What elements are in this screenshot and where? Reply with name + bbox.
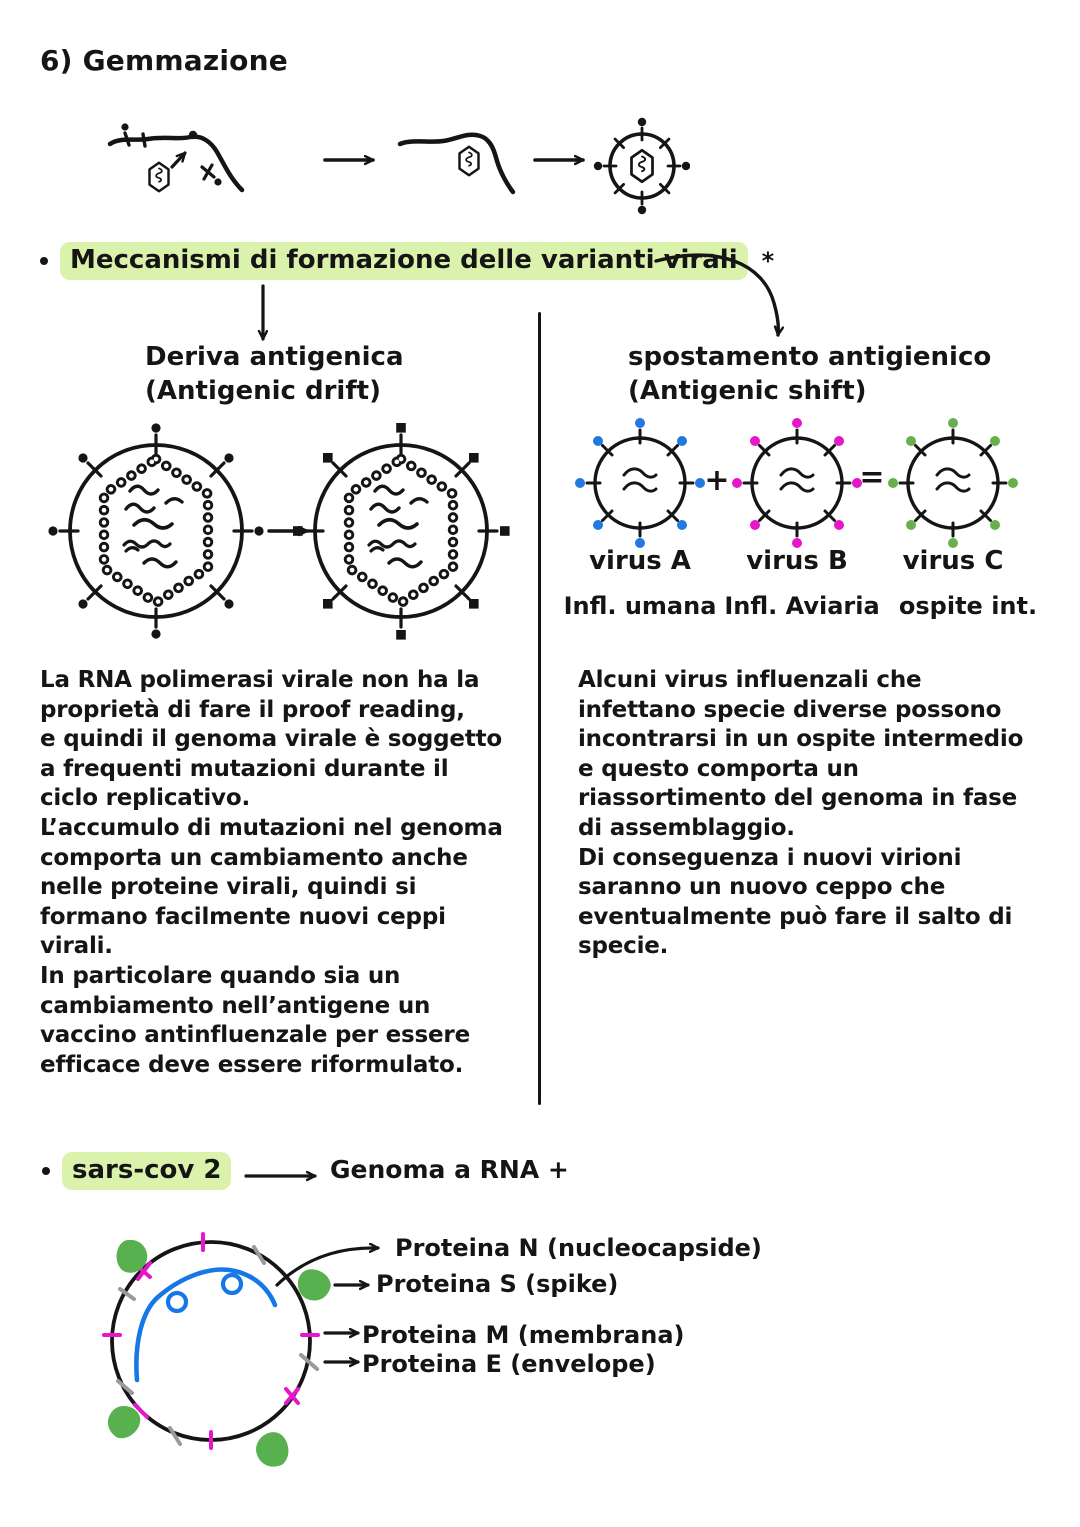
- plus-sign: +: [704, 463, 730, 498]
- drift-paragraph: La RNA polimerasi virale non ha la propr…: [40, 667, 503, 1078]
- shift-heading: spostamento antigienico (Antigenic shift…: [628, 340, 991, 408]
- mechanisms-bullet-row: Meccanismi di formazione delle varianti …: [40, 242, 774, 280]
- mechanisms-label: Meccanismi di formazione delle varianti …: [60, 242, 748, 280]
- nucleocapsid-icon: [148, 161, 170, 193]
- shift-subtitle: (Antigenic shift): [628, 376, 867, 406]
- virus-b-host: Infl. Aviaria: [724, 592, 880, 620]
- section-title: 6) Gemmazione: [40, 44, 288, 77]
- antigenic-shift-diagram: [575, 418, 1018, 548]
- virus-a-label: virus A: [589, 546, 691, 576]
- beaded-capsid: [349, 459, 453, 603]
- down-arrow-to-drift: [240, 284, 286, 341]
- protein-m-label: Proteina M (membrana): [362, 1321, 685, 1349]
- budding-stage-2: [397, 132, 516, 195]
- protein-s-label: Proteina S (spike): [376, 1270, 619, 1298]
- drift-virus-mutated: [293, 423, 510, 640]
- budding-diagram: [107, 117, 690, 215]
- virus-c-icon: [888, 418, 1018, 548]
- shift-paragraph: Alcuni virus influenzali che infettano s…: [578, 667, 1024, 960]
- equals-sign: =: [859, 460, 885, 495]
- curved-arrow-to-shift: [654, 253, 813, 337]
- protein-n-label: Proteina N (nucleocapside): [395, 1234, 762, 1262]
- column-divider: [538, 312, 541, 1105]
- square-spike-tips: [293, 423, 510, 640]
- genome-segments: [367, 484, 429, 569]
- drift-virus-original: [48, 423, 264, 639]
- sars-label: sars-cov 2: [62, 1152, 232, 1190]
- budding-small-arrow: [170, 151, 187, 169]
- virus-c-label: virus C: [902, 546, 1004, 576]
- sars-arrow: [244, 1162, 317, 1190]
- cell-membrane-line: [397, 132, 516, 195]
- drift-subtitle: (Antigenic drift): [145, 376, 381, 406]
- nucleocapsid-icon: [458, 145, 480, 177]
- virus-b-icon: [732, 418, 862, 548]
- beaded-capsid: [104, 459, 208, 603]
- bullet-dot: [40, 257, 48, 265]
- virus-c-host: ospite int.: [898, 592, 1038, 620]
- arrow-to-protein-n: [275, 1248, 380, 1287]
- budding-virion-icon: [593, 117, 690, 215]
- bullet-dot: [42, 1167, 50, 1175]
- rna-genome: [134, 1267, 278, 1383]
- drift-heading: Deriva antigenica (Antigenic drift): [145, 340, 404, 408]
- budding-stage-1: [107, 123, 245, 193]
- round-spike-tips: [48, 423, 264, 639]
- drift-title: Deriva antigenica: [145, 342, 404, 372]
- virus-a-icon: [575, 418, 705, 548]
- genome-label: Genoma a RNA +: [330, 1155, 569, 1184]
- protein-e-label: Proteina E (envelope): [362, 1350, 656, 1378]
- sars-cov2-diagram: [102, 1232, 380, 1474]
- virus-b-label: virus B: [746, 546, 848, 576]
- genome-segments: [122, 484, 184, 569]
- envelope-protein-ticks: [116, 1245, 319, 1446]
- shift-title: spostamento antigienico: [628, 342, 992, 372]
- asterisk-mark: *: [761, 247, 775, 275]
- sars-bullet-row: sars-cov 2: [42, 1152, 232, 1190]
- virus-a-host: Infl. umana: [563, 592, 717, 620]
- antigenic-drift-diagram: [48, 423, 510, 640]
